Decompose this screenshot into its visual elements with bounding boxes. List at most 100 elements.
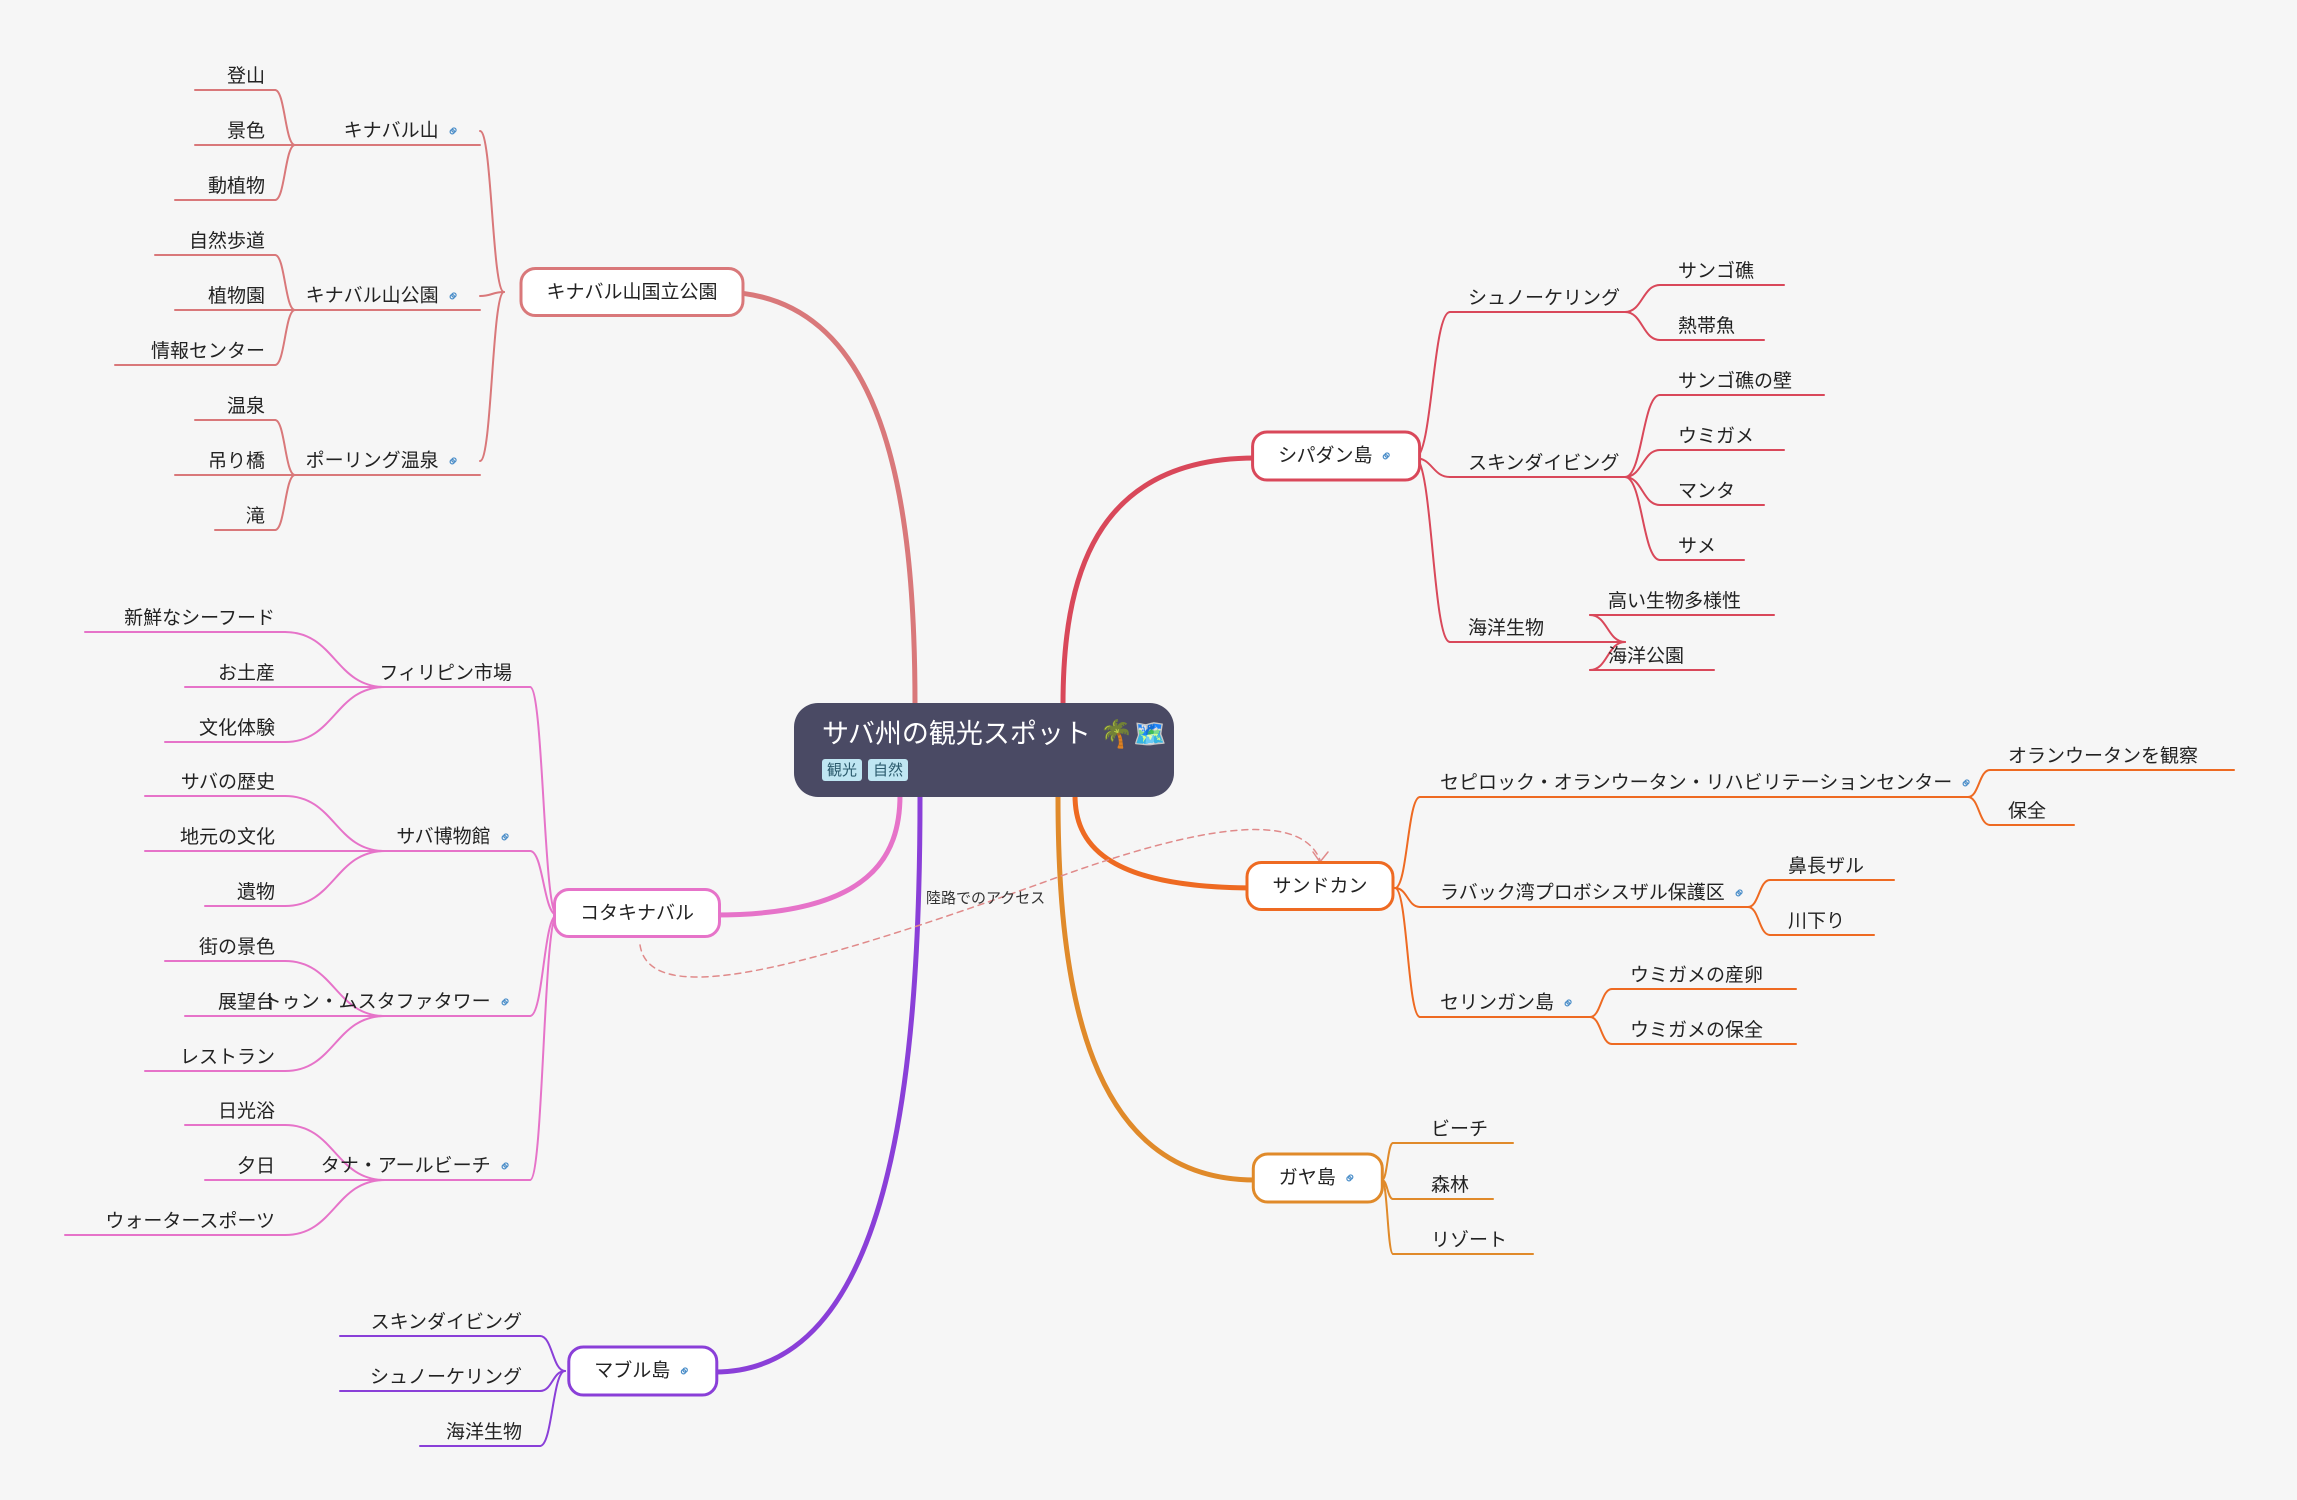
leaf-park-2[interactable]: 情報センター: [151, 339, 265, 363]
relationship-label[interactable]: 陸路でのアクセス: [926, 889, 1046, 907]
leaf-marine-1[interactable]: 海洋公園: [1608, 644, 1684, 668]
connector-poring: [479, 291, 505, 462]
leaf-tanjung-0[interactable]: 日光浴: [218, 1099, 275, 1123]
topic-tower-label: トゥン・ムスタファタワー: [262, 990, 491, 1013]
branch-sandakan[interactable]: サンドカン: [1245, 861, 1395, 911]
leaf-snorkel-1[interactable]: 熱帯魚: [1678, 314, 1735, 338]
leaf-labuk-1[interactable]: 川下り: [1788, 909, 1845, 933]
topic-filipino[interactable]: フィリピン市場: [379, 661, 512, 685]
leaf-tower-2-label: レストラン: [179, 1046, 275, 1068]
leaf-museum-2[interactable]: 遺物: [237, 880, 275, 904]
leaf-museum-2-label: 遺物: [236, 881, 275, 903]
leaf-filipino-1[interactable]: お土産: [218, 661, 275, 685]
leaf-skin-3[interactable]: サメ: [1678, 534, 1716, 558]
leaf-gaya-1[interactable]: 森林: [1431, 1173, 1469, 1197]
leaf-marine-1-label: 海洋公園: [1608, 645, 1685, 667]
connector-labuk-0: [1747, 879, 1771, 908]
connector-mt-2: [274, 144, 296, 201]
link-icon[interactable]: ⚭: [1338, 1166, 1362, 1190]
leaf-poring-0[interactable]: 温泉: [227, 394, 265, 418]
topic-tanjung[interactable]: タナ・アールビーチ⚭: [320, 1154, 517, 1179]
topic-filipino-label: フィリピン市場: [379, 662, 512, 684]
connector-filipino-0: [284, 631, 386, 688]
leaf-museum-0[interactable]: サバの歴史: [181, 770, 275, 794]
leaf-mt-1[interactable]: 景色: [227, 119, 265, 143]
leaf-skin-2[interactable]: マンタ: [1678, 479, 1735, 503]
topic-tanjung-label: タナ・アールビーチ: [320, 1154, 491, 1177]
topic-labuk[interactable]: ラバック湾プロボシスザル保護区⚭: [1440, 881, 1751, 906]
leaf-tanjung-2[interactable]: ウォータースポーツ: [105, 1209, 275, 1233]
topic-snorkel[interactable]: シュノーケリング: [1468, 286, 1620, 310]
leaf-snorkel-0[interactable]: サンゴ礁: [1678, 259, 1754, 283]
topic-skin[interactable]: スキンダイビング: [1468, 451, 1619, 475]
topic-park-label: キナバル山公園: [305, 284, 439, 307]
tag-shizen[interactable]: 自然: [868, 759, 909, 781]
link-icon[interactable]: ⚭: [1375, 444, 1399, 468]
topic-park[interactable]: キナバル山公園⚭: [305, 284, 465, 309]
leaf-gaya-0-label: ビーチ: [1431, 1118, 1489, 1140]
leaf-skin-1-label: ウミガメ: [1678, 425, 1755, 447]
leaf-gaya-0[interactable]: ビーチ: [1431, 1117, 1488, 1141]
leaf-mabul-0[interactable]: スキンダイビング: [371, 1310, 522, 1334]
connector-gaya: [1055, 794, 1258, 1183]
root-topic[interactable]: サバ州の観光スポット 🌴🗺️ 観光 自然: [794, 703, 1174, 797]
connector-kk: [712, 792, 903, 918]
leaf-poring-1[interactable]: 吊り橋: [208, 449, 265, 473]
leaf-tanjung-1[interactable]: 夕日: [237, 1154, 275, 1178]
root-tags: 観光 自然: [822, 759, 1146, 781]
leaf-skin-0[interactable]: サンゴ礁の壁: [1678, 369, 1792, 393]
leaf-labuk-0[interactable]: 鼻長ザル: [1788, 854, 1864, 878]
leaf-mabul-2-label: 海洋生物: [445, 1421, 522, 1443]
topic-tower[interactable]: トゥン・ムスタファタワー⚭: [262, 990, 517, 1015]
topic-museum[interactable]: サバ博物館⚭: [396, 825, 516, 850]
leaf-mabul-1[interactable]: シュノーケリング: [370, 1365, 522, 1389]
connector-sandakan: [1072, 792, 1258, 891]
leaf-labuk-0-label: 鼻長ザル: [1788, 855, 1865, 877]
leaf-filipino-0-label: 新鮮なシーフード: [124, 607, 275, 629]
leaf-sepilok-1[interactable]: 保全: [2008, 799, 2046, 823]
branch-sipadan[interactable]: シパダン島⚭: [1251, 430, 1421, 482]
branch-gaya-label: ガヤ島: [1278, 1166, 1336, 1189]
leaf-filipino-2[interactable]: 文化体験: [199, 716, 275, 740]
leaf-tower-0[interactable]: 街の景色: [199, 935, 275, 959]
topic-marine[interactable]: 海洋生物: [1468, 616, 1544, 640]
leaf-park-1[interactable]: 植物園: [208, 284, 265, 308]
branch-gaya[interactable]: ガヤ島⚭: [1251, 1152, 1385, 1204]
leaf-tower-1[interactable]: 展望台: [218, 990, 275, 1014]
leaf-tanjung-2-label: ウォータースポーツ: [105, 1210, 275, 1232]
leaf-marine-0[interactable]: 高い生物多様性: [1608, 589, 1741, 613]
connector-skin-0: [1624, 394, 1661, 478]
leaf-poring-2[interactable]: 滝: [246, 504, 265, 528]
leaf-mt-0[interactable]: 登山: [227, 64, 265, 88]
leaf-poring-2-label: 滝: [245, 505, 265, 527]
connector-mt: [479, 130, 505, 293]
leaf-filipino-0[interactable]: 新鮮なシーフード: [124, 606, 275, 630]
topic-sepilok-label: セピロック・オランウータン・リハビリテーションセンター: [1440, 771, 1953, 794]
leaf-sepilok-0[interactable]: オランウータンを観察: [2008, 744, 2198, 768]
topic-selingan[interactable]: セリンガン島⚭: [1440, 991, 1580, 1016]
branch-mabul[interactable]: マブル島⚭: [567, 1345, 719, 1397]
tag-kanko[interactable]: 観光: [822, 759, 863, 781]
connector-tanjung: [529, 914, 558, 1181]
leaf-mabul-2[interactable]: 海洋生物: [446, 1420, 522, 1444]
link-icon[interactable]: ⚭: [673, 1359, 697, 1383]
leaf-tower-0-label: 街の景色: [198, 936, 275, 958]
leaf-museum-1[interactable]: 地元の文化: [180, 825, 275, 849]
topic-mt[interactable]: キナバル山⚭: [344, 119, 465, 144]
leaf-selingan-1[interactable]: ウミガメの保全: [1630, 1018, 1763, 1042]
leaf-gaya-2[interactable]: リゾート: [1431, 1228, 1507, 1252]
topic-sepilok[interactable]: セピロック・オランウータン・リハビリテーションセンター⚭: [1440, 771, 1978, 796]
leaf-selingan-0[interactable]: ウミガメの産卵: [1630, 963, 1763, 987]
leaf-skin-1[interactable]: ウミガメ: [1678, 424, 1754, 448]
leaf-mt-1-label: 景色: [226, 120, 265, 142]
connector-filipino-2: [284, 686, 386, 743]
topic-poring[interactable]: ポーリング温泉⚭: [306, 449, 465, 474]
branch-kinabalu-park[interactable]: キナバル山国立公園: [519, 267, 745, 317]
leaf-park-0[interactable]: 自然歩道: [189, 229, 265, 253]
branch-kinabalu-park-label: キナバル山国立公園: [546, 281, 718, 303]
leaf-mt-2[interactable]: 動植物: [208, 174, 265, 198]
topic-snorkel-label: シュノーケリング: [1468, 287, 1621, 309]
branch-kk[interactable]: コタキナバル: [552, 888, 722, 938]
leaf-tower-2[interactable]: レストラン: [180, 1045, 275, 1069]
